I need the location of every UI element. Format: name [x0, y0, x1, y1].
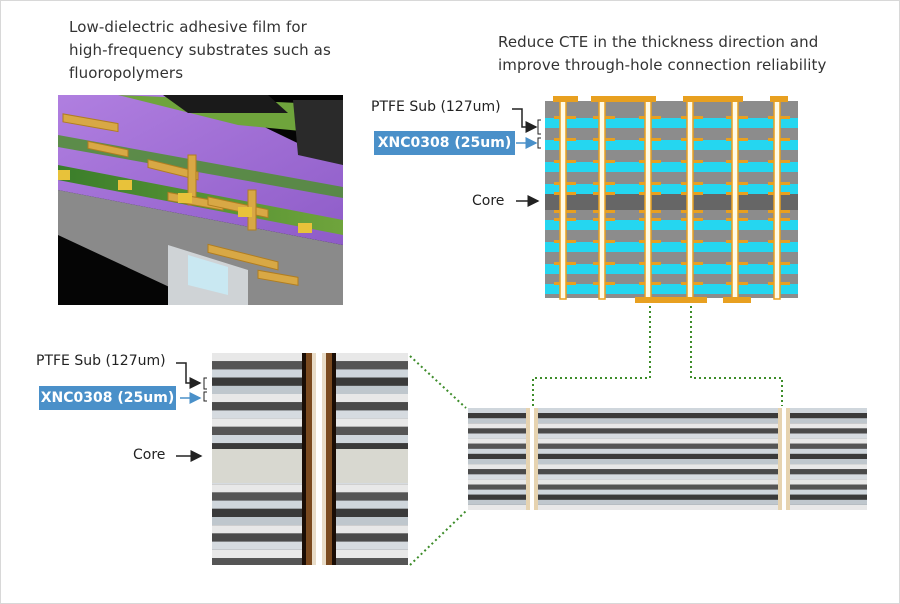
micrograph-band: [468, 408, 867, 414]
micrograph-band: [468, 504, 867, 510]
through-hole-via: [686, 98, 694, 300]
xnc-layer: [545, 162, 798, 172]
xnc-layer: [545, 118, 798, 128]
photo-xnc-label: XNC0308 (25um): [39, 386, 176, 410]
schematic-ptfe-label: PTFE Sub (127um): [371, 99, 501, 115]
substrate-3d-illustration: [58, 95, 343, 305]
micrograph-band: [468, 469, 867, 475]
micrograph-band: [468, 448, 867, 454]
through-hole-via: [644, 98, 652, 300]
right-caption: Reduce CTE in the thickness direction an…: [498, 31, 826, 77]
through-hole-via: [773, 98, 781, 300]
left-caption: Low-dielectric adhesive film for high-fr…: [69, 16, 331, 85]
micrograph-band: [468, 418, 867, 424]
xnc-layer: [545, 140, 798, 150]
micrograph-band: [468, 464, 867, 470]
multilayer-cross-section-schematic: [545, 96, 798, 303]
xnc-layer: [545, 264, 798, 274]
right-caption-line-2: improve through-hole connection reliabil…: [498, 56, 827, 74]
micrograph-band: [468, 413, 867, 419]
micrograph-band: [468, 453, 867, 459]
micrograph-band: [468, 423, 867, 429]
xnc-layer: [545, 220, 798, 230]
micrograph-band: [468, 499, 867, 505]
via-micrograph-closeup: [212, 353, 408, 565]
schematic-xnc-label: XNC0308 (25um): [374, 131, 515, 155]
micrograph-band: [468, 489, 867, 495]
micrograph-band: [468, 459, 867, 465]
xnc-layer: [545, 242, 798, 252]
left-caption-line-3: fluoropolymers: [69, 64, 184, 82]
schematic-core-label: Core: [472, 193, 505, 209]
micrograph-band: [468, 484, 867, 490]
photo-core-label: Core: [133, 447, 166, 463]
xnc-layer: [545, 284, 798, 294]
micrograph-band: [468, 443, 867, 449]
micrograph-band: [468, 438, 867, 444]
micrograph-band: [468, 474, 867, 480]
via-micrograph-wide: [468, 408, 867, 510]
right-caption-line-1: Reduce CTE in the thickness direction an…: [498, 33, 819, 51]
left-caption-line-1: Low-dielectric adhesive film for: [69, 18, 307, 36]
micrograph-band: [468, 428, 867, 434]
micrograph-band: [468, 433, 867, 439]
xnc-layer: [545, 184, 798, 194]
photo-ptfe-label: PTFE Sub (127um): [36, 353, 166, 369]
micrograph-band: [468, 479, 867, 485]
left-caption-line-2: high-frequency substrates such as: [69, 41, 331, 59]
micrograph-band: [468, 494, 867, 500]
through-hole-via: [731, 98, 739, 300]
through-hole-via: [559, 98, 567, 300]
through-hole-via: [598, 98, 606, 300]
